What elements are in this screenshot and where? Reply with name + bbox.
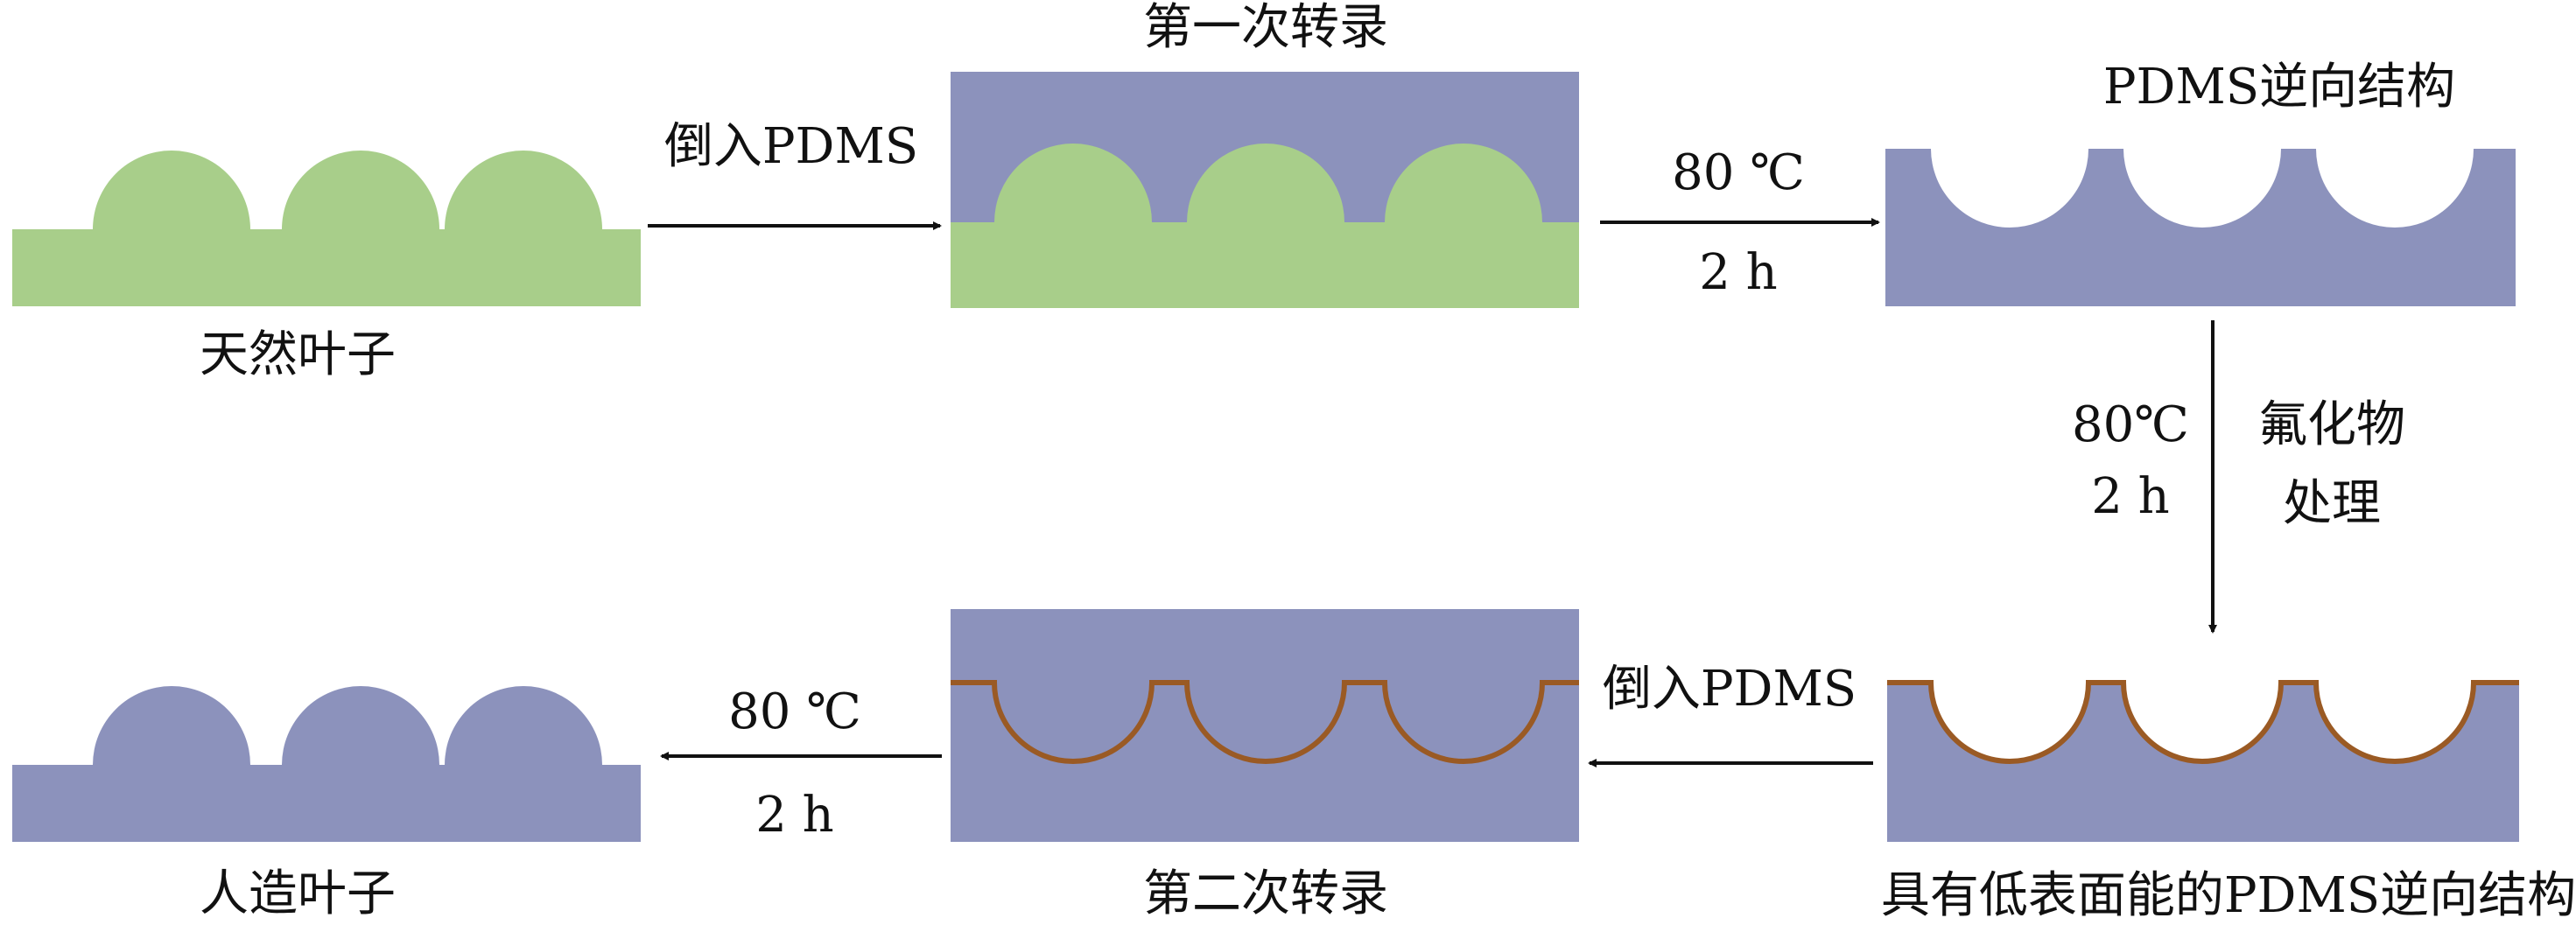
natural-leaf-body [12,151,641,306]
step-cure-temp-1: 80 ℃ [1672,144,1805,201]
label-natural-leaf: 天然叶子 [200,326,396,383]
label-pdms-inverse: PDMS逆向结构 [2102,59,2456,116]
step-cure-time-1: 2 h [1699,244,1778,301]
low-energy-pdms-shape [1887,680,2519,842]
label-first-transcription: 第一次转录 [1143,0,1388,56]
pdms-inverse-shape [1885,149,2516,306]
first-transcription-shape [951,72,1579,308]
first-transcription-leaf [951,144,1579,308]
artificial-leaf-body [12,686,641,842]
step-pour-pdms-1: 倒入PDMS [663,118,919,175]
step-fluoride-treatment-1: 氟化物 [2258,396,2405,453]
second-transcription-shape [951,609,1579,842]
natural-leaf-shape [12,151,641,306]
pdms-inverse-body [1885,149,2516,306]
label-artificial-leaf: 人造叶子 [200,865,396,922]
step-cure-temp-3: 80 ℃ [728,683,861,740]
label-second-transcription: 第二次转录 [1143,865,1388,922]
step-cure-time-3: 2 h [755,787,834,844]
step-pour-pdms-2: 倒入PDMS [1602,661,1857,718]
fluoride-coating-line [1887,680,2519,764]
step-cure-temp-2: 80℃ [2072,396,2189,453]
step-fluoride-treatment-2: 处理 [2283,475,2381,532]
label-low-energy-pdms: 具有低表面能的PDMS逆向结构 [1880,867,2576,924]
second-transcription-pdms [951,609,1579,842]
second-transcription-interface [951,680,1579,764]
step-cure-time-2: 2 h [2091,468,2170,525]
artificial-leaf-shape [12,686,641,842]
